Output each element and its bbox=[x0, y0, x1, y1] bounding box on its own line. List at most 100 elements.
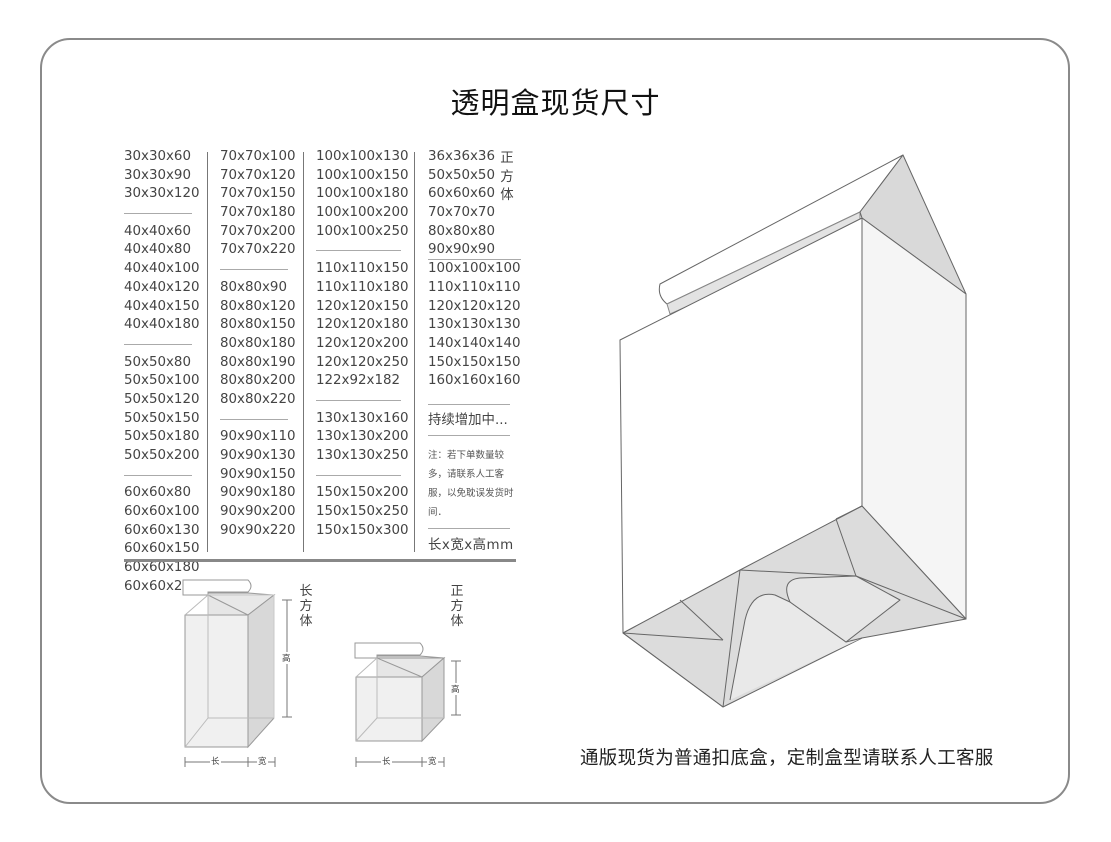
size-cell: 60x60x100 bbox=[124, 504, 200, 520]
group-divider bbox=[124, 466, 200, 485]
continuing-label: 持续增加中... bbox=[428, 413, 508, 428]
size-cell: 60x60x180 bbox=[124, 560, 200, 576]
size-cell: 130x130x250 bbox=[316, 448, 409, 463]
page-title: 透明盒现货尺寸 bbox=[450, 86, 661, 120]
size-cell: 120x120x150 bbox=[316, 298, 409, 314]
size-cell: 80x80x190 bbox=[220, 354, 296, 370]
cube-label-char: 正 bbox=[500, 151, 514, 166]
size-cell: 80x80x120 bbox=[220, 298, 296, 314]
size-cell: 100x100x150 bbox=[316, 167, 409, 183]
size-cell: 50x50x120 bbox=[124, 391, 200, 407]
size-cell: 150x150x300 bbox=[316, 522, 409, 538]
cube-label-char: 体 bbox=[500, 188, 514, 204]
size-cell: 50x50x150 bbox=[124, 410, 200, 426]
size-cell: 130x130x200 bbox=[316, 429, 409, 445]
size-cell: 36x36x36 bbox=[428, 149, 495, 164]
size-cell: 130x130x160 bbox=[316, 410, 409, 426]
size-cell: 160x160x160 bbox=[428, 373, 521, 389]
size-cell: 80x80x80 bbox=[428, 223, 495, 239]
size-cell: 100x100x130 bbox=[316, 149, 409, 164]
cube-length-label: 长 bbox=[381, 755, 392, 767]
size-cell: 30x30x120 bbox=[124, 186, 200, 202]
size-cell: 120x120x180 bbox=[316, 317, 409, 333]
size-cell: 122x92x182 bbox=[316, 373, 401, 389]
size-cell: 110x110x150 bbox=[316, 261, 409, 277]
type-label-char: 长 bbox=[299, 584, 313, 599]
size-cell: 70x70x220 bbox=[220, 242, 296, 258]
size-cell: 80x80x220 bbox=[220, 391, 296, 407]
size-cell: 120x120x250 bbox=[316, 354, 409, 370]
cube-height-label: 高 bbox=[450, 683, 461, 695]
order-note: 注：若下单数量较多，请联系人工客服，以免耽误发货时间． bbox=[428, 450, 514, 518]
size-cell: 80x80x90 bbox=[220, 279, 287, 295]
size-cell: 100x100x200 bbox=[316, 205, 409, 221]
type-label-char: 方 bbox=[299, 599, 313, 614]
size-cell: 90x90x90 bbox=[428, 241, 521, 261]
group-divider bbox=[316, 391, 409, 410]
size-cell: 110x110x110 bbox=[428, 279, 521, 295]
size-cell: 150x150x250 bbox=[316, 504, 409, 520]
size-cell: 70x70x180 bbox=[220, 205, 296, 221]
size-cell: 40x40x180 bbox=[124, 317, 200, 333]
column-divider bbox=[303, 152, 304, 552]
footer-caption: 通版现货为普通扣底盒，定制盒型请联系人工客服 bbox=[580, 748, 994, 769]
size-cell: 60x60x130 bbox=[124, 522, 200, 538]
divider bbox=[428, 435, 510, 436]
group-divider bbox=[220, 260, 296, 279]
size-cell: 50x50x200 bbox=[124, 448, 200, 463]
size-cell: 150x150x150 bbox=[428, 354, 521, 370]
cuboid-length-label: 长 bbox=[210, 755, 221, 767]
size-cell: 90x90x180 bbox=[220, 485, 296, 501]
size-cell: 60x60x150 bbox=[124, 541, 200, 557]
type-label-char: 体 bbox=[299, 614, 313, 629]
size-cell: 60x60x215 bbox=[124, 578, 200, 594]
cube-label: 正 方 体 bbox=[500, 150, 514, 206]
divider bbox=[428, 404, 510, 405]
size-cell: 70x70x70 bbox=[428, 205, 495, 221]
large-box-illustration bbox=[619, 154, 967, 708]
size-cell: 90x90x220 bbox=[220, 522, 296, 538]
size-cell: 100x100x100 bbox=[428, 261, 521, 277]
size-cell: 120x120x200 bbox=[316, 335, 409, 351]
cube-type-label: 正 方 体 bbox=[450, 584, 464, 629]
size-cell: 90x90x110 bbox=[220, 429, 296, 445]
size-column-4: 36x36x36 50x50x50 60x60x60 70x70x70 80x80x80… bbox=[428, 148, 521, 391]
size-cell: 60x60x60 bbox=[428, 186, 495, 202]
group-divider bbox=[316, 241, 409, 260]
size-cell: 100x100x250 bbox=[316, 223, 409, 239]
size-cell: 80x80x150 bbox=[220, 317, 296, 333]
dimension-format: 长x宽x高mm bbox=[428, 538, 514, 553]
cube-label-char: 方 bbox=[500, 169, 514, 185]
size-cell: 70x70x150 bbox=[220, 186, 296, 202]
type-label-char: 体 bbox=[450, 614, 464, 629]
size-cell: 90x90x130 bbox=[220, 448, 296, 463]
size-cell: 80x80x180 bbox=[220, 335, 296, 351]
cuboid-type-label: 长 方 体 bbox=[299, 584, 313, 629]
size-cell: 50x50x80 bbox=[124, 354, 191, 370]
cube-box-diagram bbox=[354, 642, 446, 743]
size-cell: 40x40x60 bbox=[124, 223, 191, 239]
group-divider bbox=[316, 466, 409, 485]
group-divider bbox=[124, 204, 200, 223]
size-cell: 140x140x140 bbox=[428, 335, 521, 351]
size-cell: 120x120x120 bbox=[428, 298, 521, 314]
cuboid-height-label: 高 bbox=[281, 652, 292, 664]
divider bbox=[428, 528, 510, 529]
group-divider bbox=[220, 410, 296, 429]
size-cell: 80x80x200 bbox=[220, 373, 296, 389]
cuboid-box-diagram bbox=[182, 579, 276, 749]
table-bottom-rule bbox=[124, 559, 516, 562]
size-cell: 70x70x100 bbox=[220, 149, 296, 164]
size-cell: 30x30x90 bbox=[124, 167, 191, 183]
size-cell: 50x50x50 bbox=[428, 167, 495, 183]
type-label-char: 方 bbox=[450, 599, 464, 614]
size-cell: 90x90x200 bbox=[220, 504, 296, 520]
size-cell: 50x50x100 bbox=[124, 373, 200, 389]
group-divider bbox=[124, 335, 200, 354]
type-label-char: 正 bbox=[450, 584, 464, 599]
